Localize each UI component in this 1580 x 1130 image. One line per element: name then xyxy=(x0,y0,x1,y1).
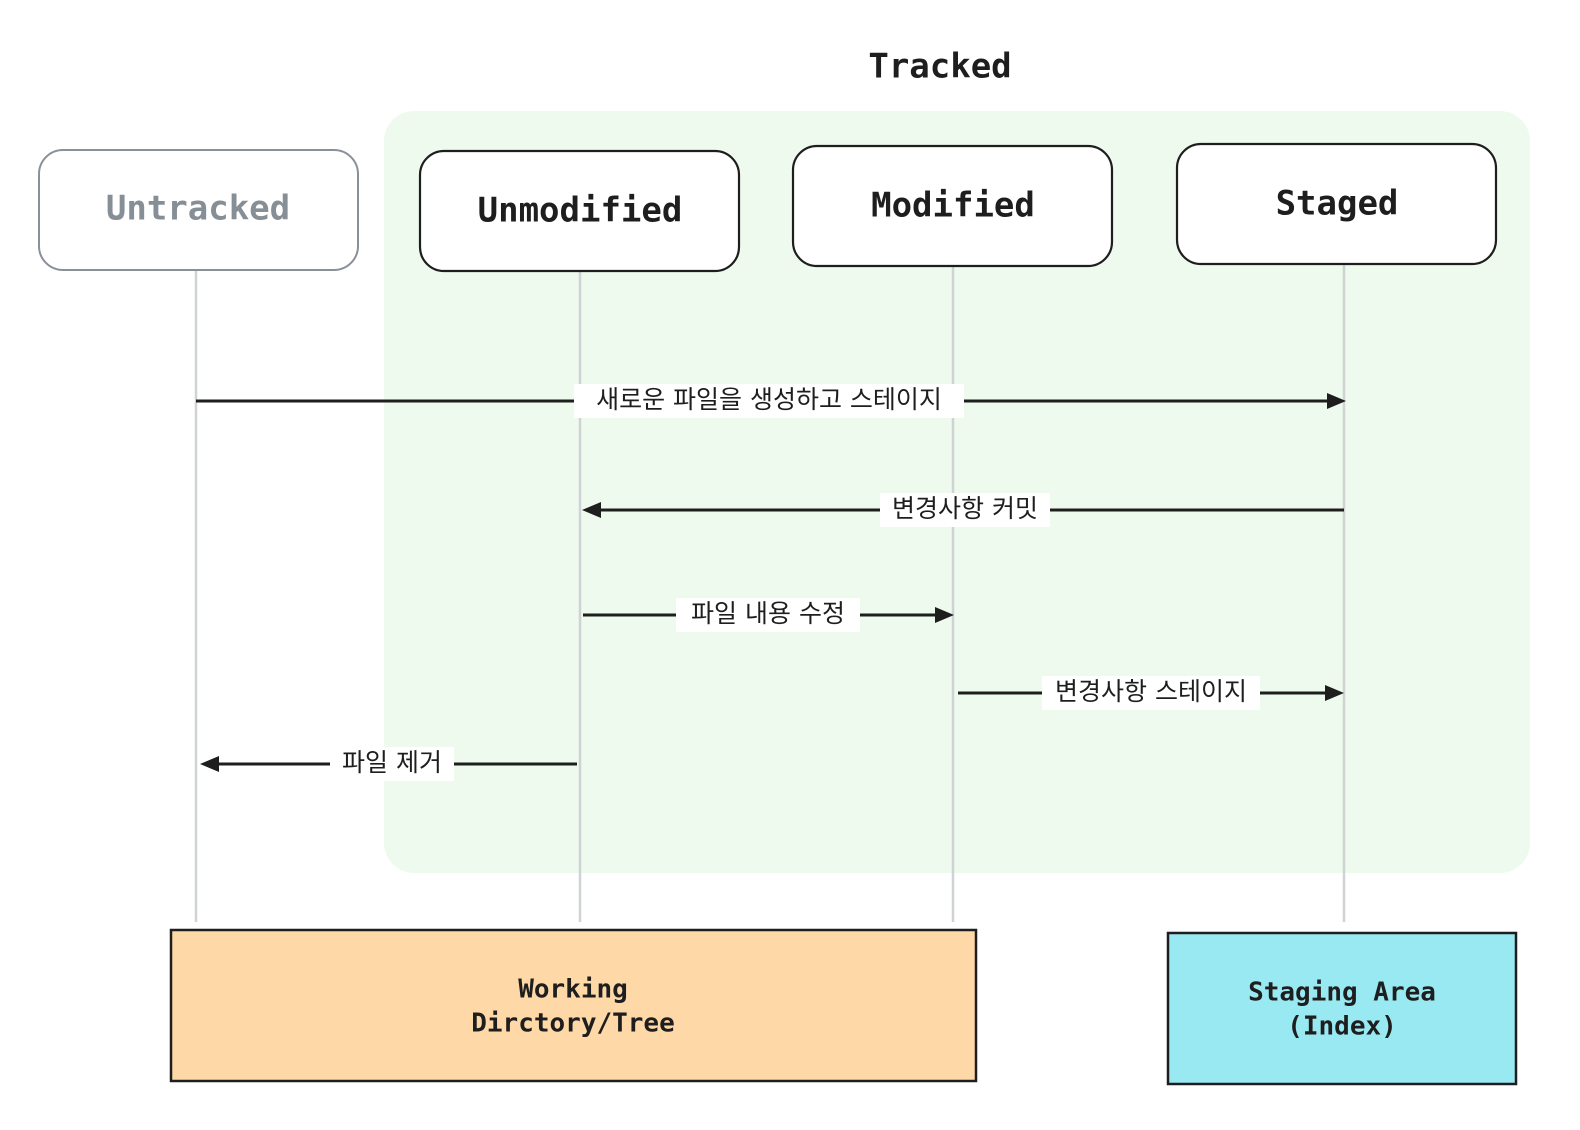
tracked-group-title: Tracked xyxy=(868,47,1011,87)
message-label-bg xyxy=(1042,676,1260,710)
working-directory-area: Working Dirctory/Tree xyxy=(169,928,978,1083)
participant-staged: Staged xyxy=(1175,142,1498,266)
message-create-and-stage: 새로운 파일을 생성하고 스테이지 xyxy=(196,384,1346,418)
message-stage-changes: 변경사항 스테이지 xyxy=(958,676,1344,710)
message-modify-content: 파일 내용 수정 xyxy=(583,598,954,632)
arrow-head-left xyxy=(200,756,219,772)
message-label-bg xyxy=(574,384,964,418)
message-label: 새로운 파일을 생성하고 스테이지 xyxy=(596,385,942,414)
participant-box xyxy=(791,144,1114,268)
participant-box xyxy=(418,149,741,273)
staging-area: Staging Area (Index) xyxy=(1166,931,1518,1086)
participant-box xyxy=(1175,142,1498,266)
staging-area-label-line-2: (Index) xyxy=(1287,1012,1397,1042)
staging-area-label-line-1: Staging Area xyxy=(1248,978,1436,1008)
working-directory-label-line-2: Dirctory/Tree xyxy=(471,1009,675,1039)
participant-label: Unmodified xyxy=(478,191,683,231)
participant-label: Untracked xyxy=(106,189,290,229)
arrow-head-right xyxy=(1327,393,1346,409)
arrow-head-right xyxy=(1325,685,1344,701)
message-remove-file: 파일 제거 xyxy=(200,747,577,781)
message-label-bg xyxy=(330,747,454,781)
participant-label: Modified xyxy=(871,186,1035,226)
working-directory-label-line-1: Working xyxy=(518,975,628,1005)
working-directory-box xyxy=(169,928,978,1083)
message-label: 파일 내용 수정 xyxy=(691,599,845,628)
staging-area-box xyxy=(1166,931,1518,1086)
participant-untracked: Untracked xyxy=(38,149,359,271)
arrow-head-left xyxy=(582,502,601,518)
message-label: 변경사항 커밋 xyxy=(892,494,1038,523)
participant-label: Staged xyxy=(1276,184,1399,224)
participant-box xyxy=(38,149,359,271)
message-label-bg xyxy=(880,493,1050,527)
arrow-head-right xyxy=(935,607,954,623)
message-label: 변경사항 스테이지 xyxy=(1055,677,1247,706)
message-label: 파일 제거 xyxy=(342,748,442,777)
participant-modified: Modified xyxy=(791,144,1114,268)
participant-unmodified: Unmodified xyxy=(418,149,741,273)
message-commit-changes: 변경사항 커밋 xyxy=(582,493,1344,527)
message-label-bg xyxy=(676,598,860,632)
